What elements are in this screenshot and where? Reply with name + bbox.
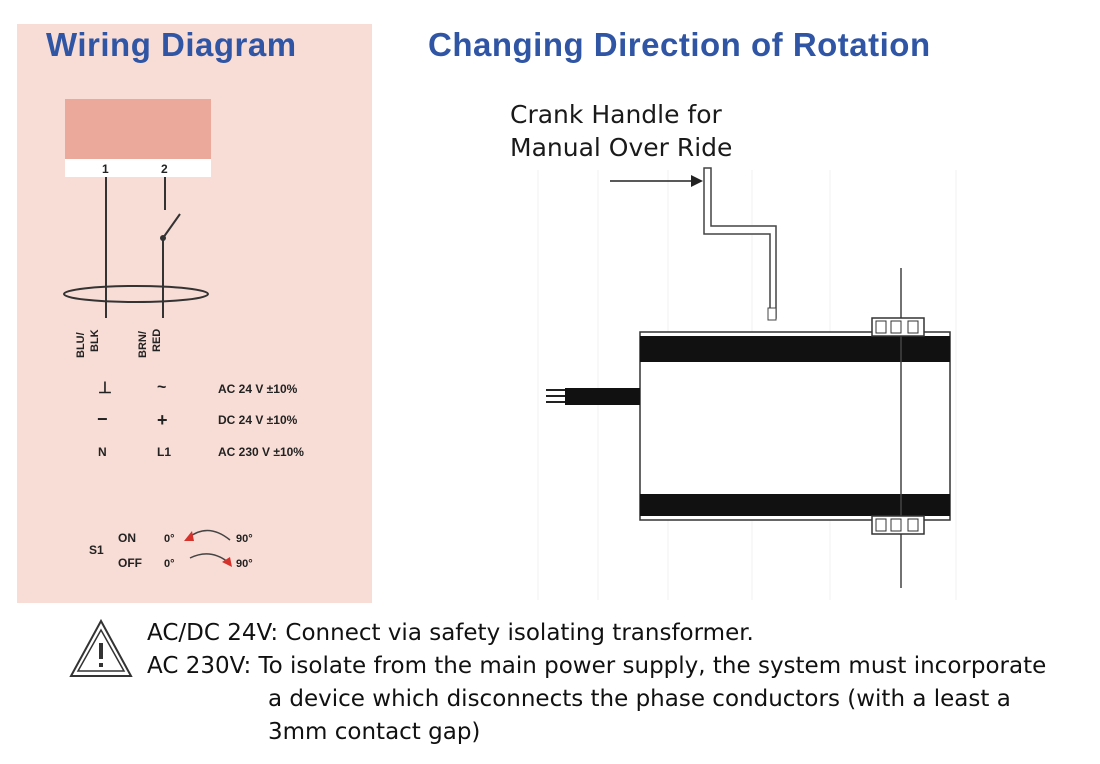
warning-triangle-icon	[69, 618, 133, 677]
row-2-spec: DC 24 V ±10%	[218, 413, 298, 427]
terminal-2-label: 2	[161, 162, 168, 176]
terminal-block	[65, 99, 211, 159]
terminal-1-label: 1	[102, 162, 109, 176]
bottom-shaft-clamp	[871, 515, 925, 535]
row-2-left: −	[97, 409, 108, 429]
row-3-left: N	[98, 445, 107, 459]
crank-label-line-1: Crank Handle for	[510, 100, 722, 129]
on-arrow-head	[184, 531, 194, 541]
rotation-title: Changing Direction of Rotation	[428, 26, 931, 63]
off-start-angle: 0°	[164, 558, 175, 570]
row-3-right: L1	[157, 445, 171, 459]
row-1-spec: AC 24 V ±10%	[218, 382, 298, 396]
note-line-4: 3mm contact gap)	[268, 719, 481, 745]
housing-bottom-band	[640, 494, 950, 516]
actuator-housing	[639, 331, 951, 521]
switch-on-label: ON	[118, 531, 136, 545]
off-arrow-head	[222, 557, 232, 567]
note-line-1: AC/DC 24V: Connect via safety isolating …	[147, 620, 754, 646]
crank-label-line-2: Manual Over Ride	[510, 133, 733, 162]
housing-top-band	[640, 336, 950, 362]
off-arrow-arc	[189, 553, 229, 563]
switch-contact	[162, 213, 181, 239]
row-3-spec: AC 230 V ±10%	[218, 445, 304, 459]
crank-arrow-head	[691, 175, 703, 187]
wire-1-color-b: BLK	[89, 329, 101, 352]
terminal-strip	[65, 159, 211, 177]
power-cable	[565, 388, 640, 405]
on-end-angle: 90°	[236, 533, 253, 545]
row-2-right: +	[157, 410, 168, 430]
note-line-3: a device which disconnects the phase con…	[268, 686, 1011, 712]
cable-sheath	[63, 285, 209, 303]
safety-notes: AC/DC 24V: Connect via safety isolating …	[147, 617, 1046, 749]
switch-off-label: OFF	[118, 556, 142, 570]
wire-2-color-b: RED	[151, 329, 163, 352]
row-1-left: ⊥	[98, 380, 112, 397]
wiring-diagram-title: Wiring Diagram	[46, 26, 297, 63]
on-start-angle: 0°	[164, 533, 175, 545]
note-line-2: AC 230V: To isolate from the main power …	[147, 653, 1047, 679]
crank-handle-label: Crank Handle for Manual Over Ride	[510, 98, 732, 164]
wire-1-color-a: BLU/	[75, 332, 87, 358]
off-end-angle: 90°	[236, 558, 253, 570]
row-1-right: ~	[157, 379, 166, 396]
top-shaft-clamp	[871, 317, 925, 337]
crank-handle-tip	[767, 307, 777, 321]
switch-s1-label: S1	[89, 543, 104, 557]
wire-2-color-a: BRN/	[137, 331, 149, 358]
